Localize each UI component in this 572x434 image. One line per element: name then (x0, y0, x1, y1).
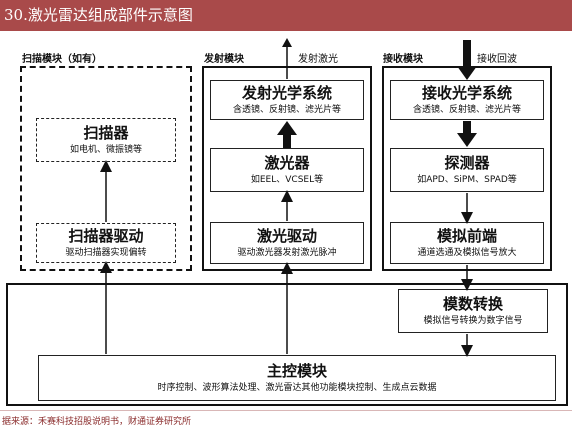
laser-driver-title: 激光驱动 (256, 227, 317, 245)
scanner-box: 扫描器 如电机、微振镜等 (36, 118, 176, 162)
scanner-subtitle: 如电机、微振镜等 (69, 145, 142, 155)
footer-divider (0, 410, 572, 411)
scanner-driver-subtitle: 驱动扫描器实现偏转 (65, 248, 147, 258)
adc-subtitle: 模拟信号转换为数字信号 (423, 316, 523, 326)
scanner-title: 扫描器 (83, 124, 129, 142)
emit-laser-label: 发射激光 (298, 54, 338, 65)
detector-box: 探测器 如APD、SiPM、SPAD等 (390, 148, 544, 192)
rx-optics-subtitle: 含透镜、反射镜、滤光片等 (412, 105, 521, 115)
scanner-driver-box: 扫描器驱动 驱动扫描器实现偏转 (36, 223, 176, 263)
tx-optics-subtitle: 含透镜、反射镜、滤光片等 (232, 105, 341, 115)
laser-subtitle: 如EEL、VCSEL等 (250, 175, 324, 185)
source-footnote: 据来源：禾赛科技招股说明书，财通证券研究所 (2, 417, 192, 427)
main-control-subtitle: 时序控制、波形算法处理、激光雷达其他功能模块控制、生成点云数据 (157, 383, 437, 393)
arrow-laser-to-tx-optics (277, 121, 297, 148)
scan-module-label: 扫描模块（如有） (22, 54, 102, 65)
tx-optics-title: 发射光学系统 (241, 84, 332, 102)
detector-title: 探测器 (444, 154, 490, 172)
analog-frontend-subtitle: 通道选通及模拟信号放大 (417, 248, 517, 258)
main-control-title: 主控模块 (266, 362, 327, 380)
analog-frontend-title: 模拟前端 (436, 227, 497, 245)
arrow-rx-optics-to-detector (457, 121, 477, 147)
laser-title: 激光器 (264, 154, 310, 172)
receive-echo-label: 接收回波 (477, 54, 517, 65)
laser-box: 激光器 如EEL、VCSEL等 (210, 148, 364, 192)
figure-title: 30.激光雷达组成部件示意图 (0, 0, 572, 31)
laser-driver-box: 激光驱动 驱动激光器发射激光脉冲 (210, 222, 364, 264)
adc-box: 模数转换 模拟信号转换为数字信号 (398, 289, 548, 333)
detector-subtitle: 如APD、SiPM、SPAD等 (417, 175, 517, 185)
laser-driver-subtitle: 驱动激光器发射激光脉冲 (237, 248, 337, 258)
arrow-emit-output (282, 38, 292, 79)
emit-module-label: 发射模块 (204, 54, 244, 65)
tx-optics-box: 发射光学系统 含透镜、反射镜、滤光片等 (210, 80, 364, 120)
arrow-receive-input (457, 40, 477, 80)
rx-optics-title: 接收光学系统 (421, 84, 512, 102)
adc-title: 模数转换 (442, 295, 503, 313)
receive-module-label: 接收模块 (383, 54, 423, 65)
scanner-driver-title: 扫描器驱动 (68, 227, 144, 245)
rx-optics-box: 接收光学系统 含透镜、反射镜、滤光片等 (390, 80, 544, 120)
main-control-box: 主控模块 时序控制、波形算法处理、激光雷达其他功能模块控制、生成点云数据 (38, 355, 556, 401)
